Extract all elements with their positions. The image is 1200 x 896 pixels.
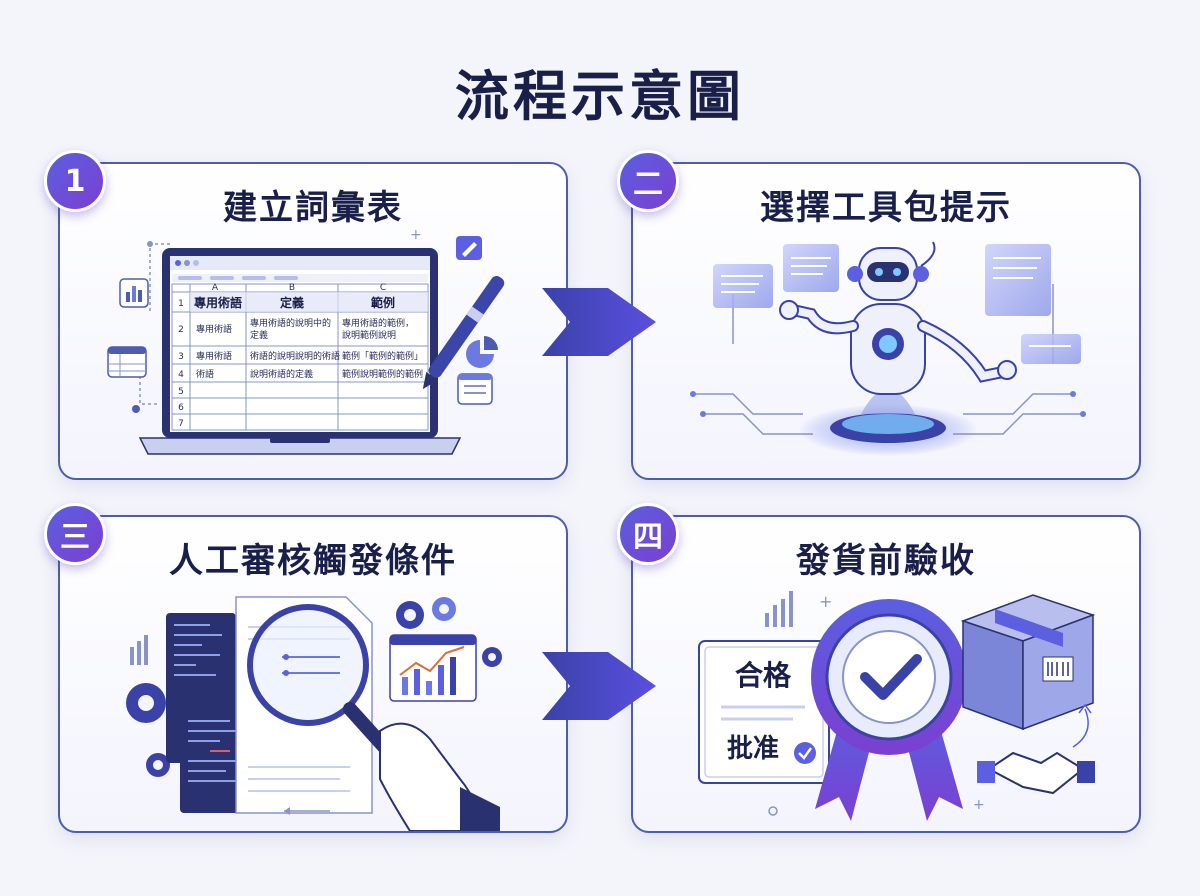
robot-illustration (690, 241, 1086, 456)
step-badge-3: 三 (44, 503, 106, 565)
svg-text:說明範例說明: 說明範例說明 (342, 329, 396, 341)
svg-text:+: + (973, 797, 985, 813)
header-example: 範例 (371, 295, 395, 310)
svg-text:術語: 術語 (196, 368, 214, 380)
review-magnifier-illustration (126, 596, 502, 831)
col-letter-a: A (212, 283, 219, 293)
step-4-title: 發貨前驗收 (796, 541, 976, 581)
svg-text:專用術語的範例，: 專用術語的範例， (342, 317, 414, 329)
step-card-1: 建立詞彙表 (58, 162, 568, 480)
handshake-icon (977, 751, 1095, 795)
step-badge-1: 1 (44, 150, 106, 212)
certificate-approved-label: 批准 (727, 734, 779, 764)
bar-chart-icon (119, 278, 149, 308)
robot-icon (779, 241, 1017, 414)
svg-text:說明術語的定義: 說明術語的定義 (250, 368, 313, 380)
hand-icon (379, 722, 500, 831)
svg-text:6: 6 (178, 403, 184, 413)
svg-text:術語的說明說明的術語: 術語的說明說明的術語 (250, 350, 340, 362)
svg-text:專用術語的說明中的: 專用術語的說明中的 (250, 317, 331, 329)
row-num-1: 1 (178, 299, 184, 309)
step-card-2: 選擇工具包提示 (631, 162, 1141, 480)
step-2-title: 選擇工具包提示 (760, 188, 1012, 228)
flow-arrow-1-icon (542, 288, 656, 356)
svg-text:定義: 定義 (250, 329, 268, 341)
svg-text:5: 5 (178, 387, 184, 397)
document-icon (457, 373, 493, 405)
certificate-pass-label: 合格 (735, 659, 792, 692)
svg-text:7: 7 (178, 419, 184, 429)
step-badge-4: 四 (617, 503, 679, 565)
svg-text:範例說明範例的範例: 範例說明範例的範例 (342, 368, 423, 380)
flow-arrow-2-icon (542, 652, 656, 720)
svg-text:範例「範例的範例」: 範例「範例的範例」 (342, 350, 423, 362)
step-3-title: 人工審核觸發條件 (169, 541, 457, 581)
col-letter-c: C (380, 283, 386, 293)
step-card-3: 人工審核觸發條件 (58, 515, 568, 833)
header-definition: 定義 (280, 295, 304, 310)
edit-note-icon (456, 236, 482, 260)
svg-text:2: 2 (178, 325, 184, 335)
svg-text:+: + (819, 592, 832, 611)
header-term: 專用術語 (194, 295, 242, 310)
pie-chart-icon (466, 336, 498, 368)
step-badge-2: 二 (617, 150, 679, 212)
gear-icon (126, 597, 502, 777)
approval-badge-icon (811, 599, 967, 821)
svg-text:+: + (410, 227, 422, 243)
page-title: 流程示意圖 (455, 65, 745, 128)
line-chart-window-icon (389, 634, 477, 702)
package-box-icon (960, 594, 1096, 731)
certificate-icon: 合格 批准 (698, 640, 830, 784)
step-1-title: 建立詞彙表 (223, 188, 403, 228)
spreadsheet-laptop-illustration: + ✕ A B C 1 專用術語 (107, 227, 505, 455)
pen-icon (422, 276, 505, 390)
table-icon (107, 346, 147, 378)
svg-text:專用術語: 專用術語 (196, 323, 232, 335)
step-card-4: 發貨前驗收 合格 批准 (631, 515, 1141, 833)
svg-text:3: 3 (178, 352, 184, 362)
svg-text:4: 4 (178, 370, 184, 380)
floating-prompt-panel-icon (713, 244, 1081, 364)
acceptance-illustration: 合格 批准 (698, 591, 1096, 821)
col-letter-b: B (289, 283, 295, 293)
svg-text:專用術語: 專用術語 (196, 350, 232, 362)
